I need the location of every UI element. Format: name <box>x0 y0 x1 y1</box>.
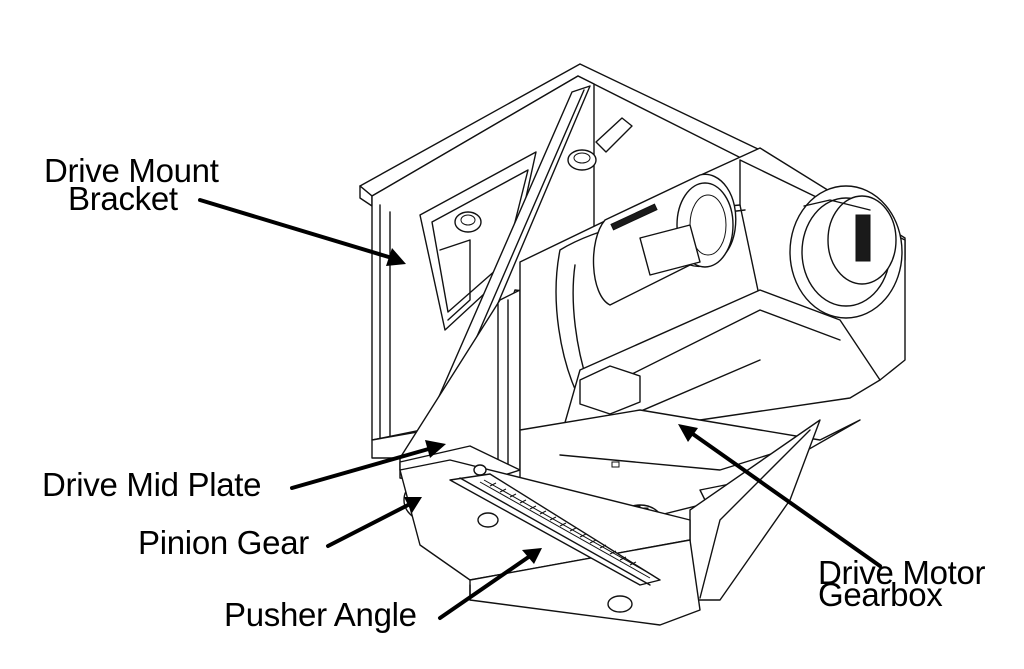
drive-motor-gearbox <box>519 147 906 601</box>
label-drive-motor-gearbox-line1: Drive Motor <box>818 554 986 591</box>
label-drive-mount-bracket-line1: Drive Mount <box>44 152 219 189</box>
label-pinion-gear: Pinion Gear <box>138 524 309 561</box>
leader-pusher-angle <box>438 554 532 620</box>
leader-lines <box>198 198 882 620</box>
leader-drive-mount-bracket <box>198 198 394 260</box>
label-drive-mount-bracket-line2: Bracket <box>68 180 178 217</box>
label-drive-motor-gearbox-line2: Gearbox <box>818 576 943 613</box>
label-pusher-angle: Pusher Angle <box>224 596 417 633</box>
leader-drive-motor-gearbox <box>688 430 882 568</box>
leader-pinion-gear <box>326 502 412 548</box>
pusher-angle <box>399 459 701 626</box>
label-drive-mid-plate: Drive Mid Plate <box>42 466 262 503</box>
leader-drive-mid-plate <box>290 446 434 490</box>
